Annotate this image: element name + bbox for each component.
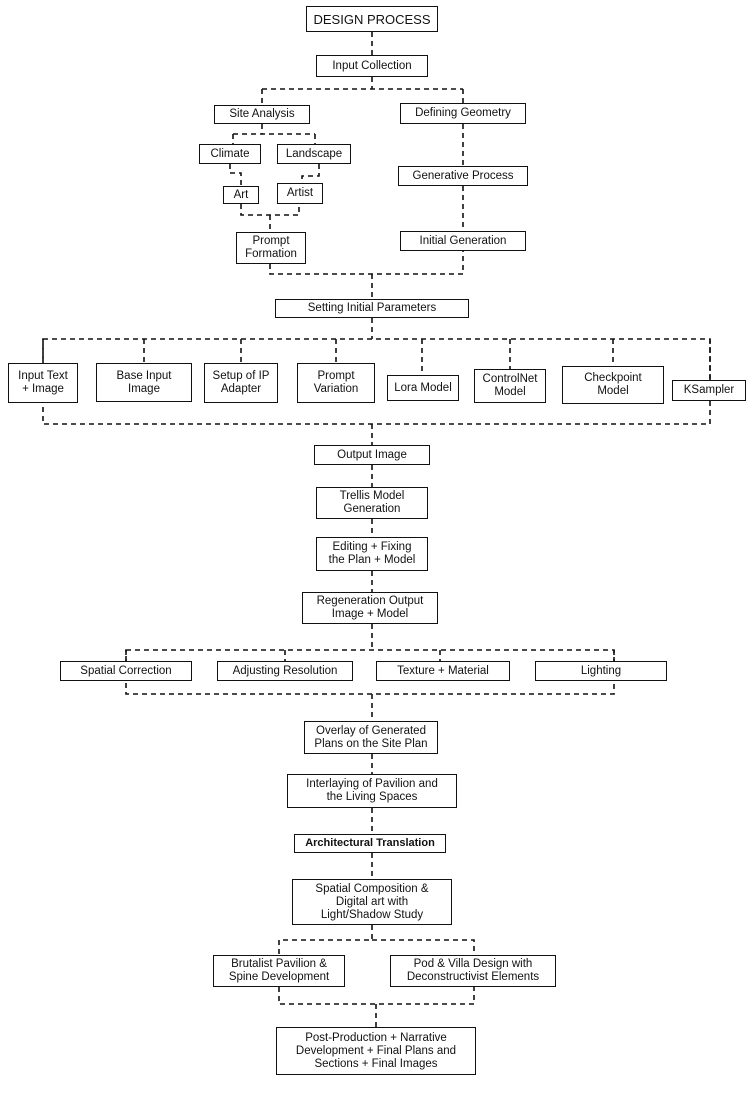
node-generative-process: Generative Process	[398, 166, 528, 186]
node-defining-geometry: Defining Geometry	[400, 103, 526, 124]
node-architectural-translation: Architectural Translation	[294, 834, 446, 853]
node-controlnet-model: ControlNet Model	[474, 369, 546, 403]
node-brutalist-pavilion: Brutalist Pavilion & Spine Development	[213, 955, 345, 987]
node-lora-model: Lora Model	[387, 375, 459, 401]
node-prompt-formation: Prompt Formation	[236, 232, 306, 264]
connector-site-branch	[232, 124, 316, 144]
node-input-text-image: Input Text + Image	[8, 363, 78, 403]
node-texture-material: Texture + Material	[376, 661, 510, 681]
node-spatial-composition: Spatial Composition & Digital art with L…	[292, 879, 452, 925]
connector-refinement-frame	[125, 624, 615, 695]
node-climate: Climate	[199, 144, 261, 164]
node-prompt-variation: Prompt Variation	[297, 363, 375, 403]
connector-climate-art	[229, 164, 242, 186]
node-adjusting-resolution: Adjusting Resolution	[217, 661, 353, 681]
node-input-collection: Input Collection	[316, 55, 428, 77]
node-site-analysis: Site Analysis	[214, 105, 310, 124]
node-landscape: Landscape	[277, 144, 351, 164]
connector-refinement-ticks	[125, 650, 615, 661]
node-spatial-correction: Spatial Correction	[60, 661, 192, 681]
node-overlay-generated-plans: Overlay of Generated Plans on the Site P…	[304, 721, 438, 754]
node-pod-villa-design: Pod & Villa Design with Deconstructivist…	[390, 955, 556, 987]
node-interlaying-pavilion: Interlaying of Pavilion and the Living S…	[287, 774, 457, 808]
connector-input-branch	[261, 77, 464, 105]
connector-design-merge	[278, 987, 475, 1027]
node-setup-ip-adapter: Setup of IP Adapter	[204, 363, 278, 403]
node-initial-generation: Initial Generation	[400, 231, 526, 251]
node-regeneration-output: Regeneration Output Image + Model	[302, 592, 438, 624]
node-ksampler: KSampler	[672, 380, 746, 401]
node-editing-fixing: Editing + Fixing the Plan + Model	[316, 537, 428, 571]
node-post-production: Post-Production + Narrative Development …	[276, 1027, 476, 1075]
node-design-process: DESIGN PROCESS	[306, 6, 438, 32]
connector-art-prompt	[240, 204, 300, 232]
node-lighting: Lighting	[535, 661, 667, 681]
node-setting-initial-parameters: Setting Initial Parameters	[275, 299, 469, 318]
node-art: Art	[223, 186, 259, 204]
connector-landscape-artist	[301, 164, 320, 183]
node-base-input-image: Base Input Image	[96, 363, 192, 402]
node-trellis-model-generation: Trellis Model Generation	[316, 487, 428, 519]
connector-design-split	[278, 925, 475, 955]
node-output-image: Output Image	[314, 445, 430, 465]
node-artist: Artist	[277, 183, 323, 204]
node-checkpoint-model: Checkpoint Model	[562, 366, 664, 404]
